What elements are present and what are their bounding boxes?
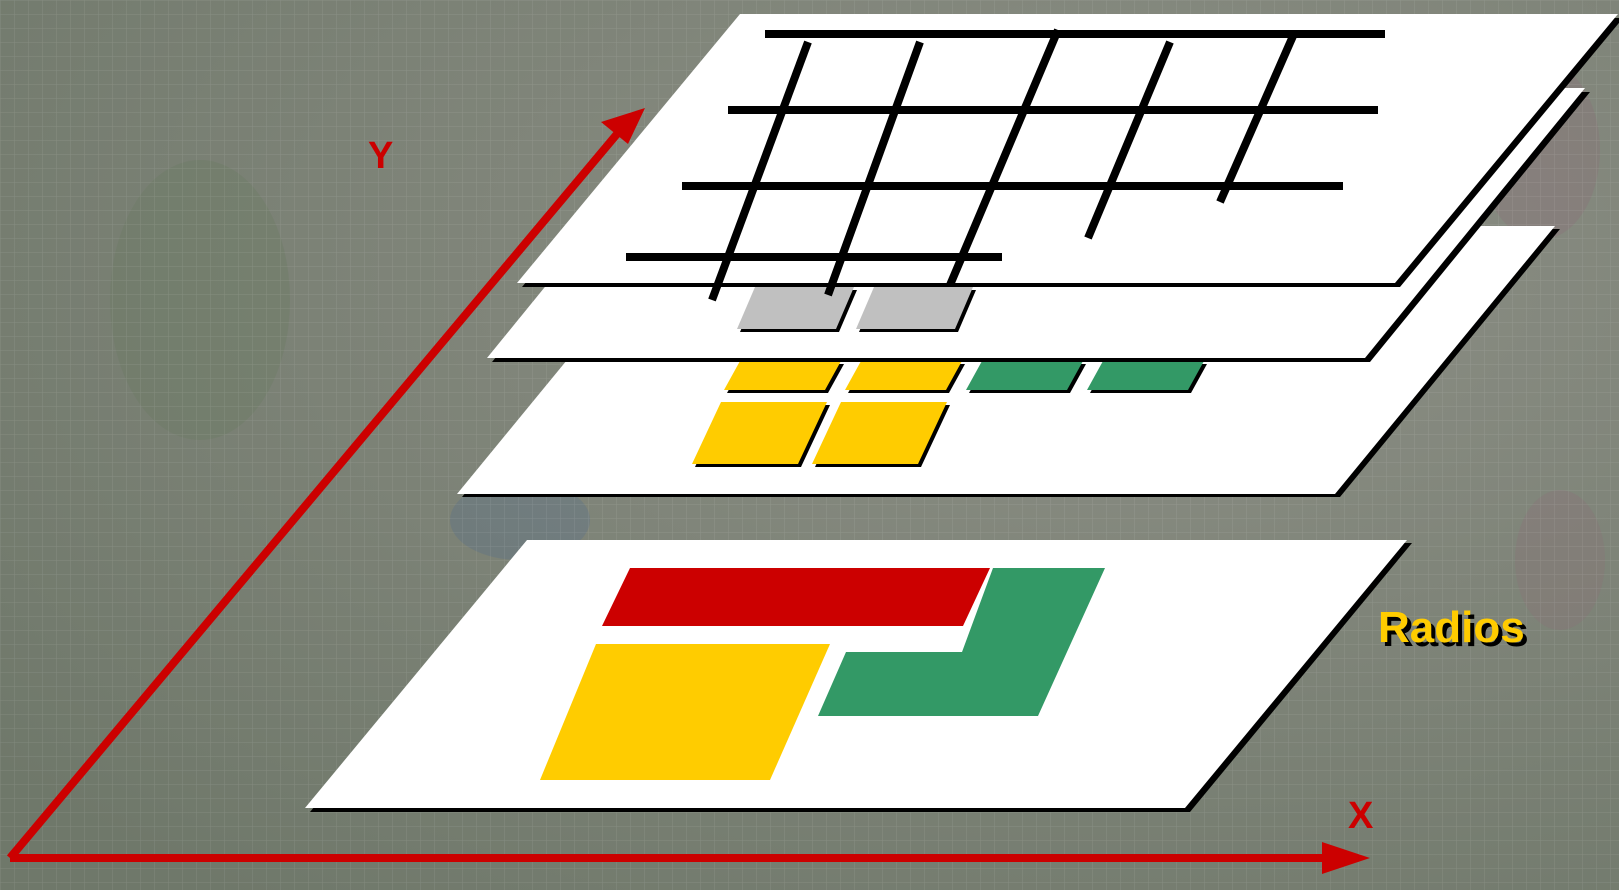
raster-cell-green: [966, 361, 1083, 390]
red-zone: [602, 568, 990, 626]
raster-cell-yellow: [724, 361, 841, 390]
y-axis-label: Y: [368, 135, 393, 177]
x-axis-label: X: [1348, 795, 1374, 837]
radios-label: Radios: [1378, 603, 1525, 652]
gray-cell: [856, 287, 973, 329]
raster-cell-yellow: [845, 361, 962, 390]
gray-cell: [737, 287, 854, 329]
raster-cell-green: [1087, 361, 1204, 390]
